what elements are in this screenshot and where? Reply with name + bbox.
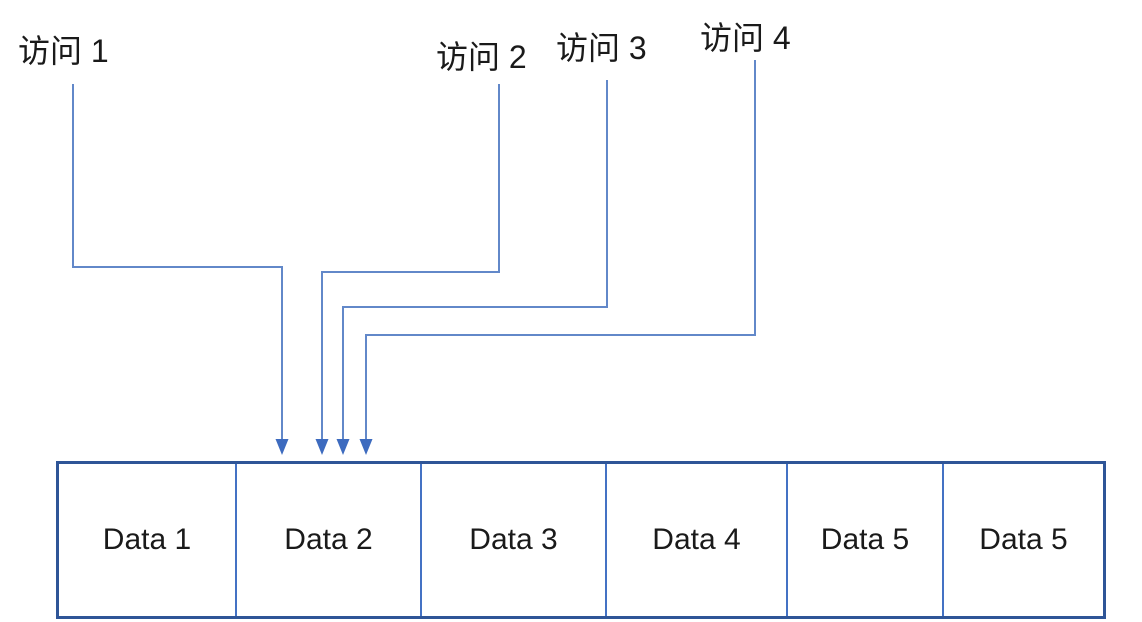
- connector-line-1: [72, 84, 283, 439]
- array-cell-label: Data 5: [979, 523, 1068, 556]
- array-cell-5: Data 5: [788, 464, 944, 616]
- data-array: Data 1 Data 2 Data 3 Data 4 Data 5 Data …: [56, 461, 1106, 619]
- array-cell-label: Data 5: [820, 523, 910, 556]
- connector-arrowhead-2-icon: [315, 439, 329, 455]
- array-cell-label: Data 2: [284, 523, 373, 556]
- connector-access-3: [336, 80, 608, 455]
- access-label-3: 访问 3: [556, 30, 647, 66]
- connector-arrowhead-1-icon: [275, 439, 289, 455]
- connector-access-4: [359, 60, 756, 455]
- connector-line-3: [342, 80, 608, 439]
- array-cell-6: Data 5: [944, 464, 1103, 616]
- connector-arrowhead-3-icon: [336, 439, 350, 455]
- array-cell-2: Data 2: [237, 464, 422, 616]
- array-cell-label: Data 1: [102, 523, 192, 556]
- array-cell-3: Data 3: [422, 464, 607, 616]
- array-cell-label: Data 4: [652, 523, 741, 556]
- connector-line-4: [365, 60, 756, 439]
- connector-access-2: [315, 84, 500, 455]
- array-cell-label: Data 3: [469, 523, 558, 556]
- access-label-2: 访问 2: [436, 39, 527, 75]
- connector-access-1: [72, 84, 289, 455]
- connector-line-2: [321, 84, 500, 439]
- access-label-4: 访问 4: [700, 20, 791, 56]
- array-cell-4: Data 4: [607, 464, 788, 616]
- access-label-1: 访问 1: [18, 33, 109, 69]
- array-cell-1: Data 1: [59, 464, 237, 616]
- connector-arrowhead-4-icon: [359, 439, 373, 455]
